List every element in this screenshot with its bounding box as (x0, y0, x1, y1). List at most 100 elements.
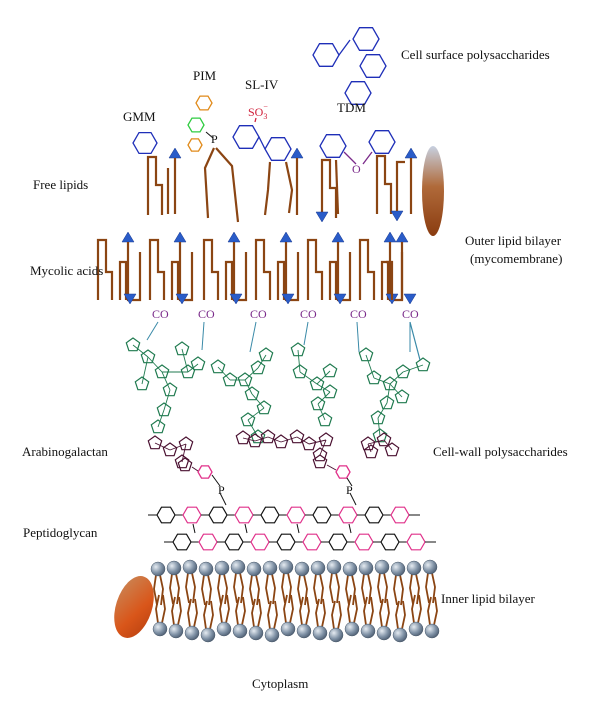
galactan-pentagon (363, 444, 379, 459)
galactan-bond (254, 436, 269, 442)
galactan-pentagon (147, 435, 163, 450)
inner-lipid-tail (299, 596, 310, 626)
inner-lipid-head-bottom (408, 621, 424, 637)
peptidoglycan-hexagon (364, 506, 384, 524)
mycolic-acid-chain (306, 238, 324, 300)
inner-lipid-tail (427, 596, 438, 626)
inner-lipid-head-top (342, 561, 358, 577)
galactan-bond (280, 436, 298, 443)
lipid-head-triangle (168, 147, 182, 159)
pim-chain (215, 147, 240, 223)
inner-lipid-tail (185, 572, 196, 604)
arabinan-pentagon (372, 428, 388, 443)
lipid-head-triangle (279, 231, 293, 243)
galactan-bond (319, 439, 327, 456)
inner-lipid-head-top (406, 560, 422, 576)
inner-lipid-tail (267, 600, 278, 630)
arabinan-pentagon (290, 342, 306, 357)
lipid-head-triangle (281, 293, 295, 305)
galactan-pentagon (312, 447, 328, 462)
tdm-chain (334, 159, 340, 215)
lipid-head-triangle (173, 231, 187, 243)
peptidoglycan-hexagon (208, 506, 228, 524)
arabinan-bond (386, 383, 391, 404)
pim-orange-hexagon (187, 138, 203, 152)
arabinan-pentagon (190, 356, 206, 371)
tdm-chain (395, 160, 405, 211)
tdm-hexagon (368, 130, 396, 154)
inner-lipid-tail (361, 573, 372, 605)
label-arabinogalactan: Arabinogalactan (22, 444, 108, 459)
peptidoglycan-hexagon (354, 533, 374, 551)
galactan-bond (242, 437, 256, 442)
co-label: CO (350, 307, 367, 321)
arabinan-pentagon (258, 347, 274, 362)
inner-lipid-head-bottom (184, 625, 200, 641)
lipid-head-triangle (175, 293, 189, 305)
peptide-crosslink (348, 523, 352, 534)
tdm-hexagon (319, 134, 347, 158)
gmm-hexagon (132, 131, 158, 155)
label-inner-lipid-bilayer: Inner lipid bilayer (441, 591, 536, 606)
sl-iv-chain (284, 161, 294, 214)
arabinan-pentagon (250, 360, 266, 375)
inner-lipid-tail (345, 574, 356, 606)
linker-bond (346, 477, 353, 487)
galactan-bond (383, 439, 393, 451)
phosphate-bond (349, 492, 357, 506)
mycolic-acid-chain (96, 238, 114, 300)
inner-lipid-tail (283, 594, 294, 624)
inner-lipid-head-bottom (360, 623, 376, 639)
inner-lipid-head-top (214, 560, 230, 576)
inner-lipid-tail (409, 573, 420, 605)
arabinan-pentagon (134, 376, 150, 391)
peptidoglycan-hexagon (172, 533, 192, 551)
arabinan-pentagon (150, 419, 166, 434)
tdm-chain (375, 154, 393, 214)
arabinan-bond (147, 356, 163, 373)
mycolic-acid-chain (118, 260, 128, 300)
inner-lipid-tail (315, 598, 326, 628)
mycolic-acid-chain (148, 238, 166, 300)
peptidoglycan-hexagon (198, 533, 218, 551)
peptidoglycan-hexagon (338, 506, 358, 524)
linker-hexagon (197, 465, 213, 479)
label-so3: SO3− (248, 102, 268, 121)
arabinan-pentagon (156, 402, 172, 417)
surface-hexagon (352, 27, 380, 51)
label-peptidoglycan: Peptidoglycan (23, 525, 98, 540)
cell-surface-polysaccharides (312, 27, 387, 105)
arabinan-bond (317, 391, 331, 405)
arabinan-pentagon (317, 412, 333, 427)
inner-lipid-tail (425, 572, 436, 604)
inner-lipid-head-bottom (376, 625, 392, 641)
arabinan-pentagon (154, 364, 170, 379)
arabinan-pentagon (222, 372, 238, 387)
mycolic-acid-chain (170, 260, 180, 300)
label-sl-iv: SL-IV (245, 77, 279, 92)
lipid-head-triangle (123, 293, 137, 305)
lipid-head-triangle (404, 147, 418, 159)
galactan-bond (169, 443, 187, 451)
arabinan-pentagon (256, 400, 272, 415)
free-lipids-layer (132, 95, 418, 223)
galactan-bond (267, 436, 282, 443)
inner-lipid-tail (219, 594, 230, 624)
lipid-head-triangle (331, 231, 345, 243)
sl-iv-hexagon (232, 125, 260, 149)
tdm-o-bond (343, 151, 373, 165)
pim-green-hexagon (187, 117, 205, 133)
label-cell-wall-polysaccharides: Cell-wall polysaccharides (433, 444, 568, 459)
inner-lipid-tail (411, 594, 422, 624)
inner-lipid-head-top (422, 559, 438, 575)
inner-lipid-tail (347, 594, 358, 624)
peptide-crosslink (296, 523, 300, 534)
arabinan-bond (316, 370, 331, 385)
arabinan-pentagon (379, 395, 395, 410)
pim-bond (205, 131, 214, 139)
arabinan-bond (402, 364, 424, 373)
inner-lipid-head-top (358, 560, 374, 576)
linker-bond (326, 464, 337, 471)
peptidoglycan-hexagon (260, 506, 280, 524)
